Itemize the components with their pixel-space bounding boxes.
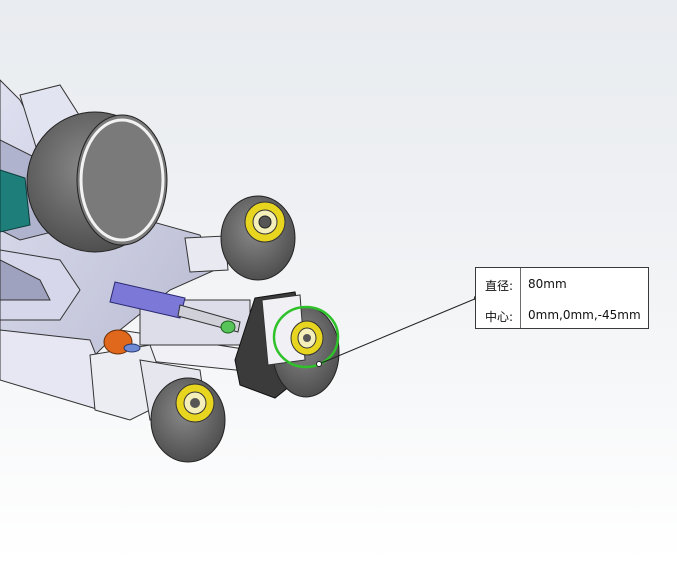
hydraulic-cylinder — [109, 281, 241, 334]
lower-caster-wheel — [139, 359, 226, 463]
callout-row-center: 中心: 0mm,0mm,-45mm — [476, 300, 648, 330]
upper-caster-wheel — [220, 195, 296, 281]
callout-leader-line — [318, 297, 478, 365]
diameter-value: 80mm — [528, 277, 567, 291]
selected-circular-edge[interactable] — [272, 305, 340, 369]
large-wheel — [26, 111, 168, 253]
dimension-callout[interactable]: 直径: 80mm 中心: 0mm,0mm,-45mm — [475, 267, 649, 329]
callout-row-diameter: 直径: 80mm — [476, 269, 648, 299]
blue-pin — [123, 343, 141, 353]
callout-divider — [520, 268, 521, 328]
leader-endpoint — [316, 361, 322, 367]
diameter-label: 直径: — [485, 279, 514, 293]
support-plate — [184, 235, 229, 273]
center-label: 中心: — [485, 310, 514, 324]
front-caster-assembly — [234, 291, 340, 399]
center-value: 0mm,0mm,-45mm — [528, 308, 641, 322]
teal-bracket — [0, 169, 31, 233]
